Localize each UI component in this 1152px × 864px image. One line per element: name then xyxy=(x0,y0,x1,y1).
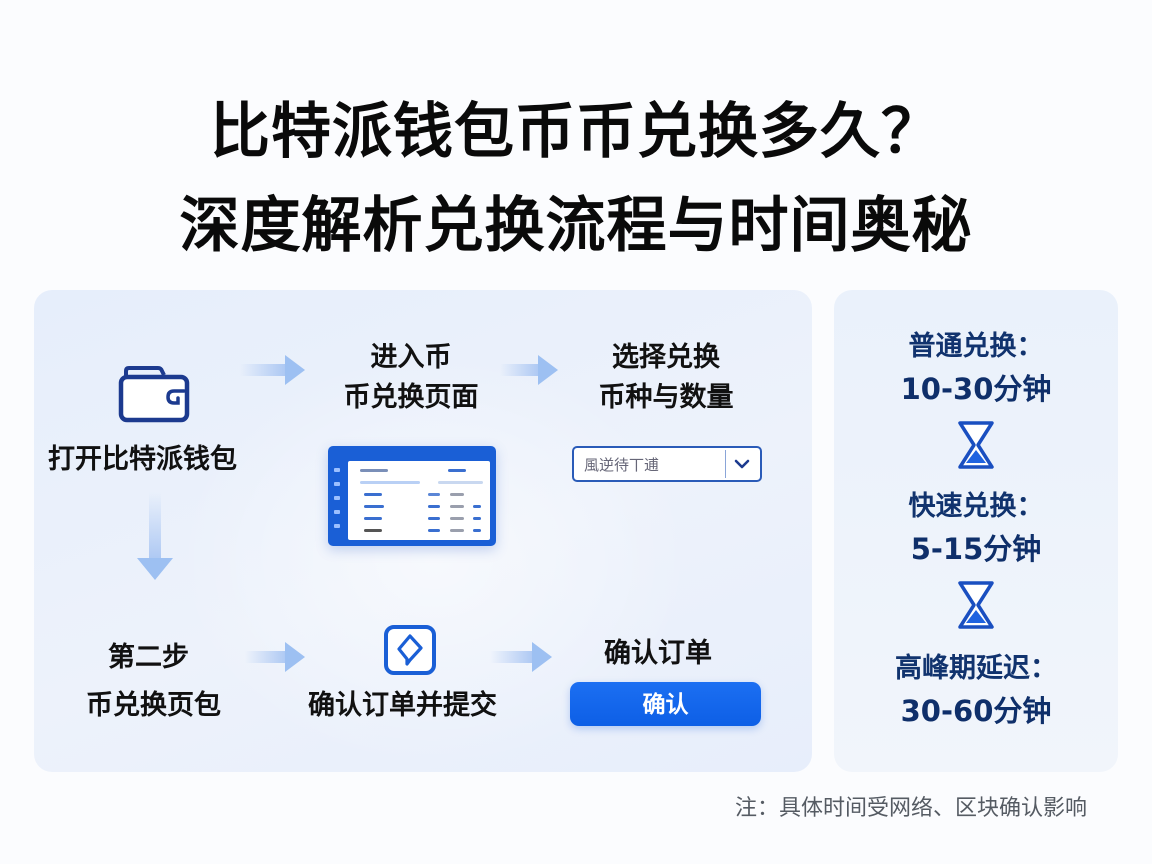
arrow-right-icon xyxy=(500,355,558,385)
arrow-right-icon xyxy=(245,642,305,672)
footnote: 注：具体时间受网络、区块确认影响 xyxy=(735,796,1088,821)
step-two-label-1: 第二步 xyxy=(108,642,189,673)
arrow-right-icon xyxy=(490,642,552,672)
select-divider xyxy=(725,450,726,478)
step-enter-exchange-label-1: 进入币 xyxy=(370,342,452,373)
step-select-currency-label-1: 选择兑换 xyxy=(612,342,720,373)
title-line-1: 比特派钱包币币兑换多久？ xyxy=(210,97,942,167)
page-title: 比特派钱包币币兑换多久？ 深度解析兑换流程与时间奥秘 xyxy=(0,88,1152,270)
exchange-page-screenshot xyxy=(328,446,496,546)
currency-select-value: 風逆待丅逋 xyxy=(584,456,660,474)
chevron-down-icon[interactable] xyxy=(734,457,750,471)
hourglass-icon xyxy=(958,581,994,629)
peak-delay-time: 30-60分钟 xyxy=(900,694,1052,728)
arrow-right-icon xyxy=(240,355,305,385)
confirm-exchange-icon xyxy=(384,625,436,675)
wallet-icon xyxy=(118,366,190,423)
step-confirm-order-label: 确认订单 xyxy=(604,638,712,669)
arrow-down-icon xyxy=(137,492,173,580)
peak-delay-label: 高峰期延迟： xyxy=(895,653,1057,684)
step-submit-order-label: 确认订单并提交 xyxy=(308,690,497,721)
fast-exchange-label: 快速兑换： xyxy=(908,491,1044,522)
exchange-flow-panel xyxy=(34,290,812,772)
normal-exchange-label: 普通兑换： xyxy=(908,331,1044,362)
confirm-button[interactable]: 确认 xyxy=(570,682,761,726)
normal-exchange-time: 10-30分钟 xyxy=(900,372,1052,406)
title-line-2: 深度解析兑换流程与时间奥秘 xyxy=(179,191,973,261)
exchange-time-panel xyxy=(834,290,1118,772)
step-enter-exchange-label-2: 币兑换页面 xyxy=(343,382,479,413)
step-open-wallet-label: 打开比特派钱包 xyxy=(48,444,237,475)
hourglass-icon xyxy=(958,421,994,469)
step-two-label-2: 币兑换页包 xyxy=(86,690,221,721)
currency-select[interactable]: 風逆待丅逋 xyxy=(572,446,762,482)
fast-exchange-time: 5-15分钟 xyxy=(910,532,1042,566)
step-select-currency-label-2: 币种与数量 xyxy=(598,382,734,413)
